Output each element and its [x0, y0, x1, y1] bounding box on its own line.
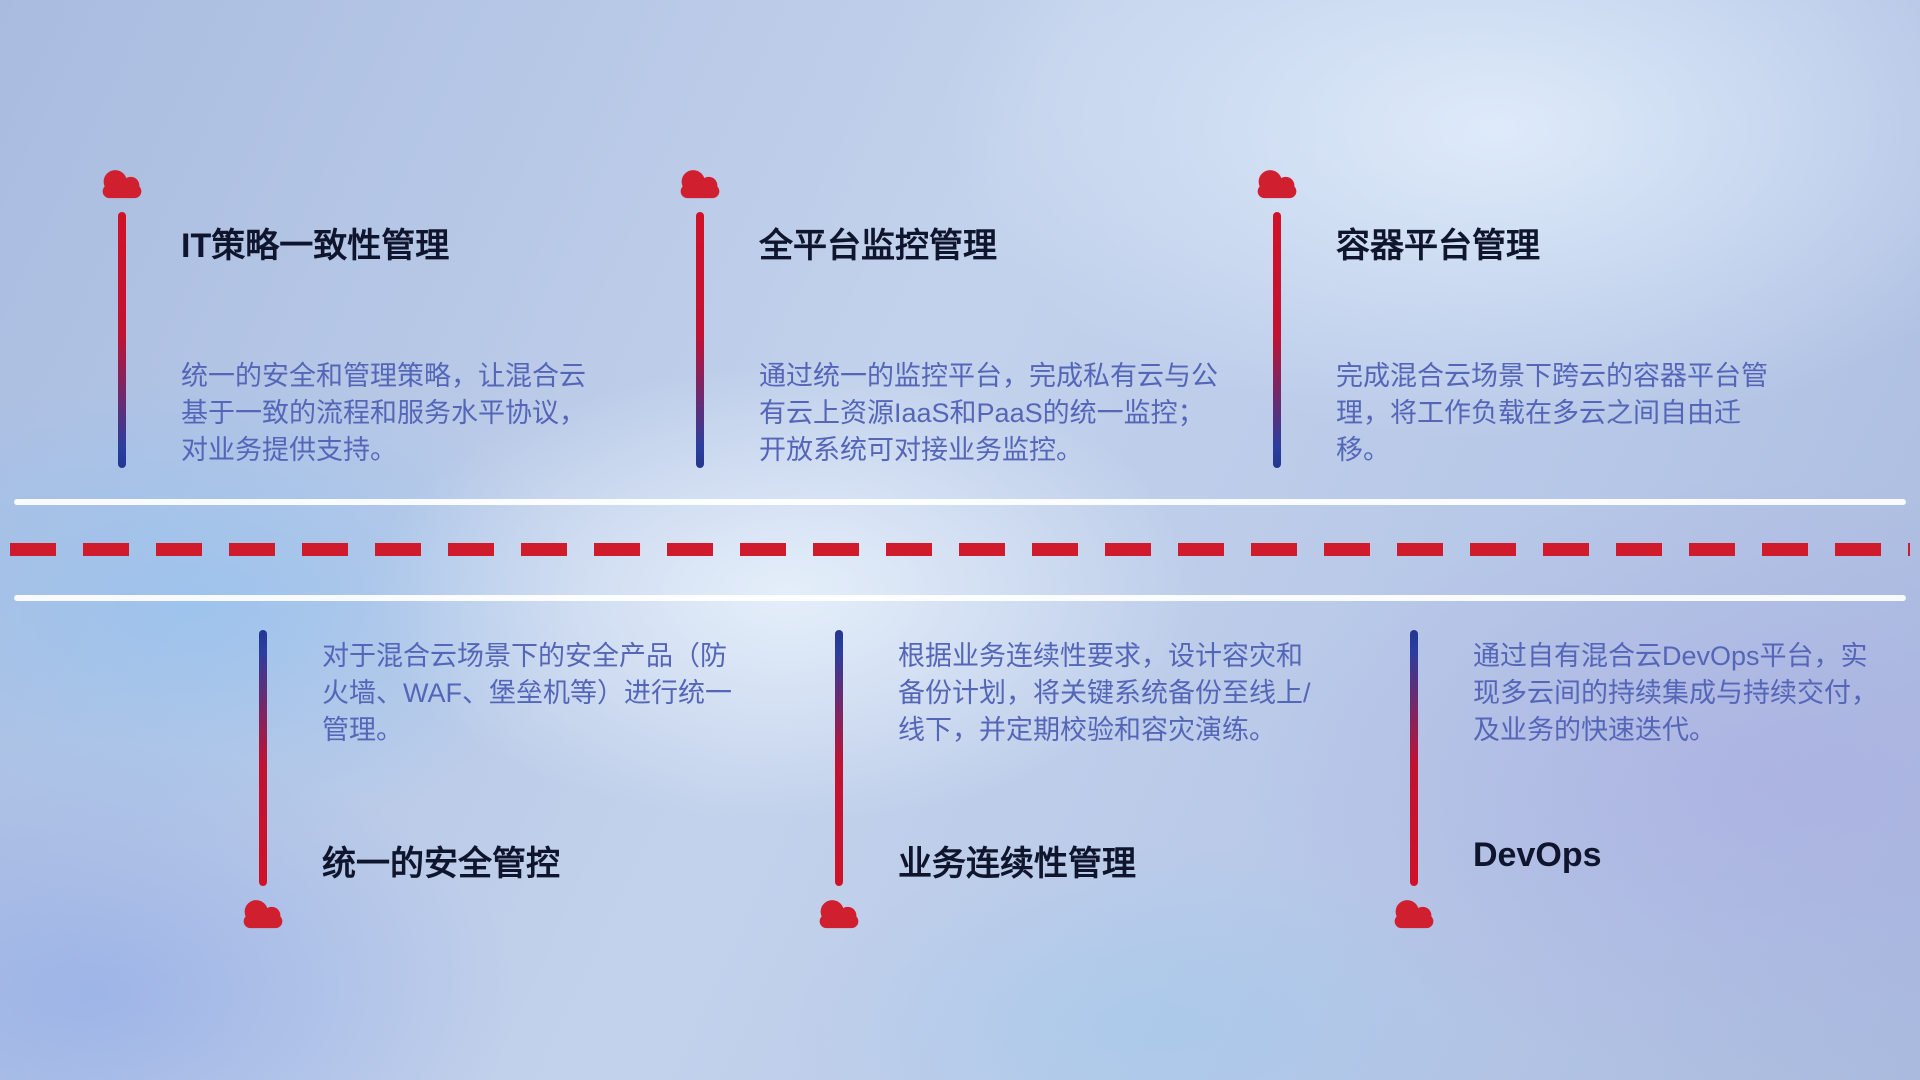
feature-item-container-platform: 容器平台管理 完成混合云场景下跨云的容器平台管理，将工作负载在多云之间自由迁移。 [1248, 166, 1788, 482]
timeline-connector [1273, 212, 1281, 468]
feature-title: 容器平台管理 [1336, 227, 1540, 265]
feature-title: 统一的安全管控 [322, 845, 560, 883]
feature-title: 全平台监控管理 [759, 227, 997, 265]
feature-title: IT策略一致性管理 [181, 227, 450, 265]
feature-item-it-policy: IT策略一致性管理 统一的安全和管理策略，让混合云基于一致的流程和服务水平协议，… [93, 166, 633, 482]
divider-solid-bottom [14, 595, 1906, 601]
timeline-connector [835, 630, 843, 886]
feature-item-monitoring: 全平台监控管理 通过统一的监控平台，完成私有云与公有云上资源IaaS和PaaS的… [671, 166, 1218, 482]
divider-solid-top [14, 499, 1906, 505]
cloud-icon [93, 166, 151, 207]
feature-title: 业务连续性管理 [898, 845, 1136, 883]
cloud-icon [234, 896, 292, 937]
cloud-icon [1248, 166, 1306, 207]
feature-item-security-control: 对于混合云场景下的安全产品（防火墙、WAF、堡垒机等）进行统一管理。 统一的安全… [234, 630, 774, 946]
feature-item-devops: 通过自有混合云DevOps平台，实现多云间的持续集成与持续交付，及业务的快速迭代… [1385, 630, 1920, 946]
feature-description: 根据业务连续性要求，设计容灾和备份计划，将关键系统备份至线上/线下，并定期校验和… [898, 641, 1311, 745]
feature-title: DevOps [1473, 836, 1602, 874]
timeline-connector [118, 212, 126, 468]
cloud-icon [810, 896, 868, 937]
feature-item-business-continuity: 根据业务连续性要求，设计容灾和备份计划，将关键系统备份至线上/线下，并定期校验和… [810, 630, 1350, 946]
feature-description: 通过统一的监控平台，完成私有云与公有云上资源IaaS和PaaS的统一监控；开放系… [759, 361, 1218, 465]
feature-description: 通过自有混合云DevOps平台，实现多云间的持续集成与持续交付，及业务的快速迭代… [1473, 641, 1878, 745]
feature-description: 统一的安全和管理策略，让混合云基于一致的流程和服务水平协议，对业务提供支持。 [181, 361, 586, 465]
timeline-connector [259, 630, 267, 886]
feature-description: 完成混合云场景下跨云的容器平台管理，将工作负载在多云之间自由迁移。 [1336, 361, 1768, 465]
cloud-icon [1385, 896, 1443, 937]
timeline-connector [1410, 630, 1418, 886]
cloud-icon [671, 166, 729, 207]
divider-dashed-red [10, 543, 1910, 556]
feature-description: 对于混合云场景下的安全产品（防火墙、WAF、堡垒机等）进行统一管理。 [322, 641, 732, 745]
timeline-connector [696, 212, 704, 468]
